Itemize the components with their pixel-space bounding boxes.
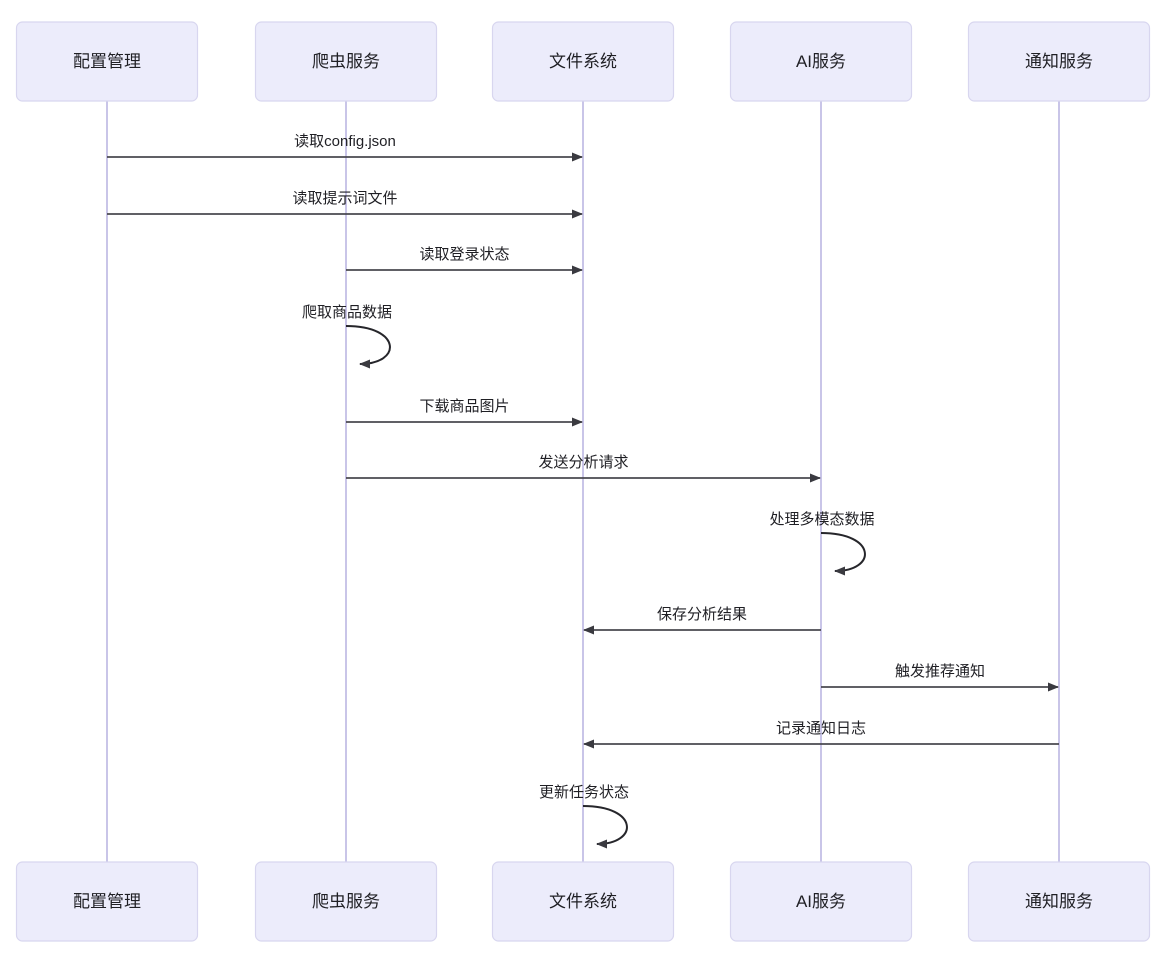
actor-ai-bottom[interactable]: AI服务 — [729, 861, 913, 942]
actor-config-bottom[interactable]: 配置管理 — [15, 861, 199, 942]
message-label: 读取提示词文件 — [292, 190, 397, 207]
message-10[interactable]: 记录通知日志 — [583, 720, 1059, 749]
self-loop-path — [820, 532, 866, 576]
actor-crawler-bottom[interactable]: 爬虫服务 — [254, 861, 438, 942]
message-label: 读取config.json — [294, 133, 396, 150]
actor-box — [491, 861, 675, 942]
message-label: 更新任务状态 — [539, 784, 629, 801]
message-2[interactable]: 读取提示词文件 — [107, 190, 583, 219]
actor-label: 爬虫服务 — [312, 892, 380, 911]
actor-box — [15, 21, 199, 102]
actor-box — [254, 861, 438, 942]
message-3[interactable]: 读取登录状态 — [346, 246, 583, 275]
actor-box — [967, 21, 1151, 102]
actor-notify-bottom[interactable]: 通知服务 — [967, 861, 1151, 942]
actor-box — [729, 861, 913, 942]
actor-label: 爬虫服务 — [312, 52, 380, 71]
message-label: 读取登录状态 — [419, 246, 509, 263]
actor-box — [254, 21, 438, 102]
actor-label: 文件系统 — [549, 892, 617, 911]
actor-label: 配置管理 — [73, 892, 141, 911]
messages-group: 读取config.json 读取提示词文件读取登录状态爬取商品数据下载商品图片发送… — [107, 133, 1059, 849]
actor-fs-top[interactable]: 文件系统 — [491, 21, 675, 102]
actors-top-group: 配置管理 爬虫服务 文件系统 AI服务 通知服务 — [15, 21, 1151, 102]
message-11[interactable]: 更新任务状态 — [539, 784, 629, 849]
lifelines-group — [106, 101, 1060, 862]
message-1[interactable]: 读取config.json — [107, 133, 583, 162]
actor-label: 文件系统 — [549, 52, 617, 71]
message-label: 记录通知日志 — [776, 720, 866, 737]
message-6[interactable]: 发送分析请求 — [346, 454, 821, 483]
actor-label: 配置管理 — [73, 52, 141, 71]
actor-box — [491, 21, 675, 102]
actor-box — [729, 21, 913, 102]
message-8[interactable]: 保存分析结果 — [583, 606, 821, 635]
message-4[interactable]: 爬取商品数据 — [302, 304, 392, 369]
message-label: 发送分析请求 — [538, 454, 628, 471]
message-label: 下载商品图片 — [419, 398, 509, 415]
message-label: 爬取商品数据 — [302, 304, 392, 321]
message-7[interactable]: 处理多模态数据 — [769, 511, 875, 576]
message-label: 保存分析结果 — [657, 606, 747, 623]
self-loop-path — [582, 805, 628, 849]
message-9[interactable]: 触发推荐通知 — [821, 663, 1059, 692]
actors-bottom-group: 配置管理 爬虫服务 文件系统 AI服务 通知服务 — [15, 861, 1151, 942]
actor-crawler-top[interactable]: 爬虫服务 — [254, 21, 438, 102]
message-label: 处理多模态数据 — [769, 511, 874, 528]
actor-ai-top[interactable]: AI服务 — [729, 21, 913, 102]
actor-box — [967, 861, 1151, 942]
actor-label: 通知服务 — [1025, 892, 1093, 911]
actor-label: 通知服务 — [1025, 52, 1093, 71]
actor-label: AI服务 — [796, 892, 846, 911]
message-5[interactable]: 下载商品图片 — [346, 398, 583, 427]
actor-label: AI服务 — [796, 52, 846, 71]
actor-config-top[interactable]: 配置管理 — [15, 21, 199, 102]
actor-notify-top[interactable]: 通知服务 — [967, 21, 1151, 102]
actor-box — [15, 861, 199, 942]
self-loop-path — [345, 325, 391, 369]
actor-fs-bottom[interactable]: 文件系统 — [491, 861, 675, 942]
message-label: 触发推荐通知 — [895, 663, 985, 680]
